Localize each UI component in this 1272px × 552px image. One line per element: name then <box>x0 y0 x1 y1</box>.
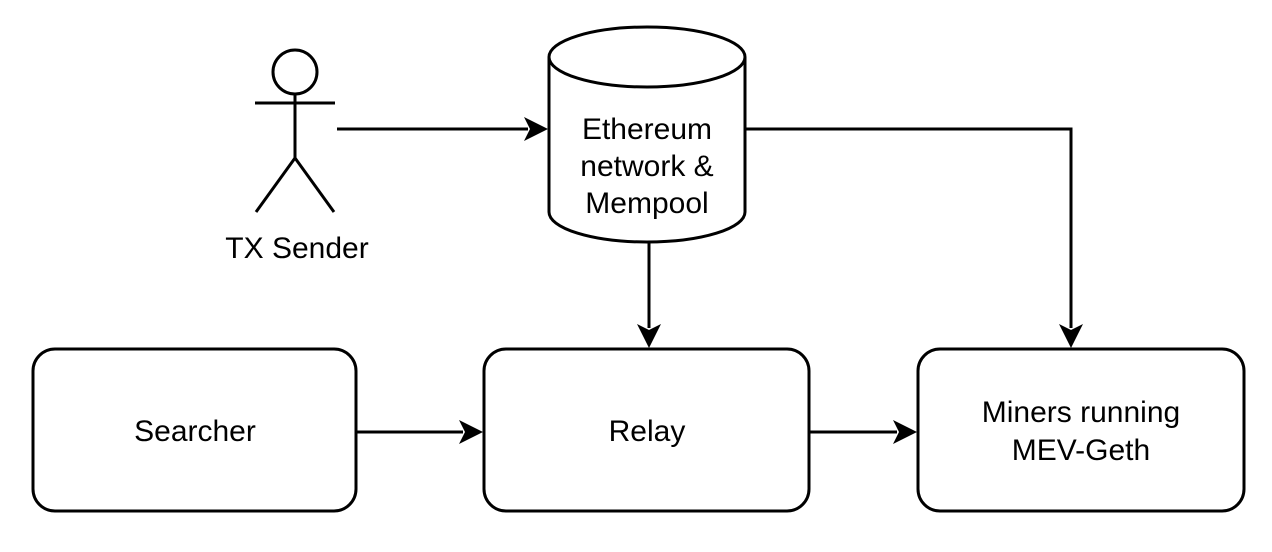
actor-left-leg <box>254 157 297 213</box>
cylinder-top <box>547 25 747 89</box>
searcher-box: Searcher <box>31 347 358 513</box>
edge-mempool-to-miners <box>746 127 1083 348</box>
arrowhead <box>1059 324 1083 348</box>
mempool-cylinder: Ethereum network & Mempool <box>547 25 747 244</box>
arrowhead <box>459 420 483 444</box>
mempool-label-line1: Ethereum <box>582 113 712 146</box>
arrowhead <box>893 420 917 444</box>
searcher-rect <box>31 347 358 513</box>
actor-right-leg <box>293 157 336 213</box>
searcher-label: Searcher <box>134 415 256 448</box>
relay-rect <box>482 347 811 513</box>
edge-mempool-to-relay <box>637 242 661 348</box>
edge-searcher-to-relay <box>357 420 483 444</box>
arrowhead <box>524 117 548 141</box>
edge-sender-to-mempool <box>337 117 548 141</box>
relay-box: Relay <box>482 347 811 513</box>
tx-sender-label: TX Sender <box>225 232 368 265</box>
mempool-label-line2: network & <box>580 150 713 183</box>
tx-sender-actor: TX Sender <box>225 48 369 265</box>
cylinder-body <box>547 57 747 244</box>
arrowhead <box>637 324 661 348</box>
miners-rect <box>916 347 1246 513</box>
miners-label-line1: Miners running <box>982 396 1180 429</box>
miners-box: Miners running MEV-Geth <box>916 347 1246 513</box>
mempool-label-line3: Mempool <box>585 187 708 220</box>
miners-label-line2: MEV-Geth <box>1012 434 1150 467</box>
relay-label: Relay <box>609 415 686 448</box>
actor-head <box>271 48 319 96</box>
edge-relay-to-miners <box>810 420 917 444</box>
